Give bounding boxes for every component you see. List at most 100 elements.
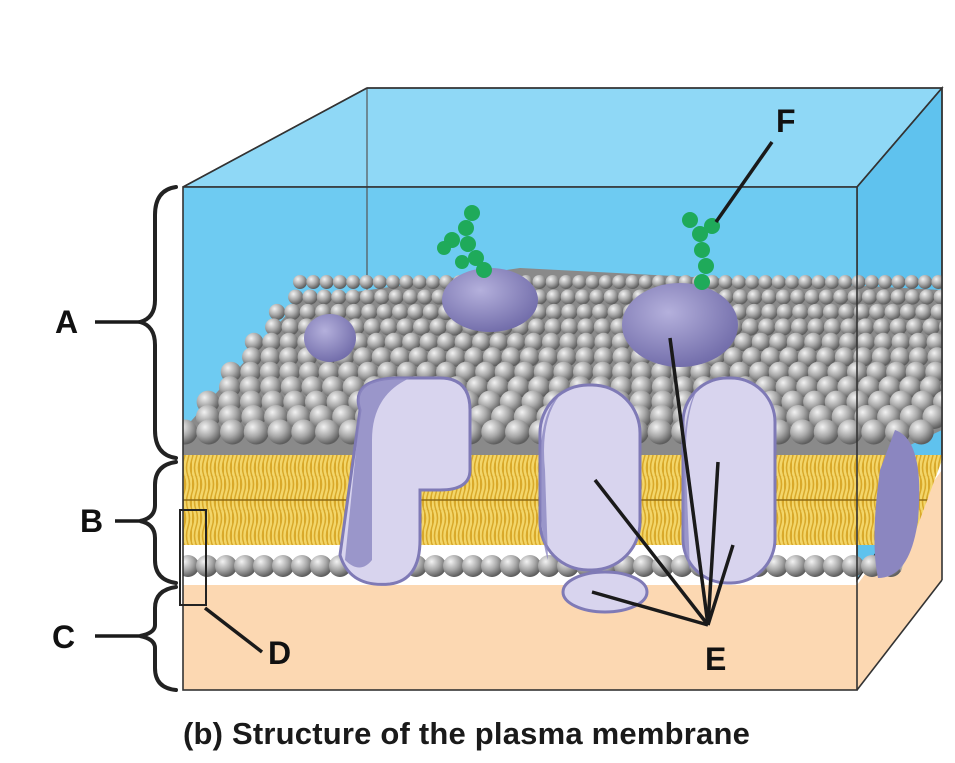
phospholipid-head bbox=[546, 275, 560, 289]
phospholipid-head bbox=[852, 275, 866, 289]
phospholipid-head bbox=[777, 304, 793, 320]
phospholipid-head bbox=[759, 275, 773, 289]
phospholipid-head bbox=[546, 304, 562, 320]
phospholipid-head bbox=[592, 304, 608, 320]
figure-caption: (b) Structure of the plasma membrane bbox=[0, 716, 955, 752]
phospholipid-head bbox=[732, 275, 746, 289]
phospholipid-head bbox=[577, 304, 593, 320]
phospholipid-head bbox=[785, 555, 807, 577]
phospholipid-head bbox=[772, 275, 786, 289]
phospholipid-head bbox=[833, 289, 848, 304]
phospholipid-head bbox=[648, 420, 673, 445]
phospholipid-head bbox=[333, 275, 347, 289]
phospholipid-head bbox=[919, 289, 934, 304]
phospholipid-head bbox=[878, 275, 892, 289]
phospholipid-head bbox=[413, 275, 427, 289]
phospholipid-head bbox=[317, 289, 332, 304]
phospholipid-head bbox=[861, 420, 886, 445]
phospholipid-head bbox=[265, 318, 282, 335]
phospholipid-head bbox=[346, 289, 361, 304]
phospholipid-head bbox=[785, 275, 799, 289]
phospholipid-head bbox=[807, 318, 824, 335]
phospholipid-head bbox=[306, 275, 320, 289]
phospholipid-head bbox=[790, 289, 805, 304]
phospholipid-head bbox=[747, 289, 762, 304]
phospholipid-head bbox=[426, 275, 440, 289]
phospholipid-head bbox=[905, 275, 919, 289]
glycoprotein-right bbox=[622, 283, 738, 367]
phospholipid-head bbox=[838, 420, 863, 445]
phospholipid-head bbox=[906, 318, 923, 335]
phospholipid-head bbox=[346, 304, 362, 320]
phospholipid-head bbox=[838, 275, 852, 289]
phospholipid-head bbox=[361, 304, 377, 320]
phospholipid-head bbox=[931, 304, 947, 320]
phospholipid-head bbox=[761, 304, 777, 320]
phospholipid-head bbox=[823, 304, 839, 320]
phospholipid-head bbox=[360, 275, 374, 289]
bracket-b bbox=[140, 462, 176, 583]
phospholipid-head bbox=[798, 275, 812, 289]
label-b: B bbox=[80, 503, 103, 539]
phospholipid-head bbox=[389, 289, 404, 304]
phospholipid-head bbox=[589, 289, 604, 304]
phospholipid-head bbox=[918, 275, 932, 289]
phospholipid-head bbox=[825, 275, 839, 289]
phospholipid-head bbox=[639, 275, 653, 289]
phospholipid-head bbox=[360, 289, 375, 304]
phospholipid-head bbox=[892, 275, 906, 289]
phospholipid-head bbox=[315, 420, 340, 445]
phospholipid-head bbox=[586, 275, 600, 289]
phospholipid-head bbox=[719, 275, 733, 289]
phospholipid-head bbox=[842, 555, 864, 577]
phospholipid-head bbox=[373, 275, 387, 289]
phospholipid-head bbox=[733, 289, 748, 304]
phospholipid-head bbox=[481, 420, 506, 445]
phospholipid-head bbox=[792, 304, 808, 320]
phospholipid-head bbox=[812, 275, 826, 289]
phospholipid-head bbox=[931, 275, 945, 289]
label-e: E bbox=[705, 641, 726, 677]
phospholipid-head bbox=[808, 304, 824, 320]
phospholipid-head bbox=[599, 275, 613, 289]
phospholipid-head bbox=[429, 318, 446, 335]
phospholipid-head bbox=[865, 275, 879, 289]
phospholipid-head bbox=[854, 304, 870, 320]
phospholipid-head bbox=[500, 555, 522, 577]
phospholipid-head bbox=[869, 304, 885, 320]
peripheral-protein-inner bbox=[563, 572, 647, 612]
phospholipid-head bbox=[804, 555, 826, 577]
phospholipid-head bbox=[272, 555, 294, 577]
phospholipid-head bbox=[310, 555, 332, 577]
bracket-c bbox=[140, 587, 176, 690]
phospholipid-head bbox=[346, 275, 360, 289]
phospholipid-head bbox=[399, 275, 413, 289]
phospholipid-head bbox=[900, 304, 916, 320]
phospholipid-head bbox=[607, 304, 623, 320]
phospholipid-head bbox=[633, 555, 655, 577]
phospholipid-head bbox=[909, 420, 934, 445]
label-f: F bbox=[776, 103, 796, 139]
phospholipid-head bbox=[386, 275, 400, 289]
phospholipid-head bbox=[604, 289, 619, 304]
peripheral-protein-small bbox=[304, 314, 356, 362]
phospholipid-head bbox=[575, 289, 590, 304]
phospholipid-head bbox=[424, 555, 446, 577]
phospholipid-head bbox=[374, 289, 389, 304]
phospholipid-head bbox=[300, 304, 316, 320]
phospholipid-head bbox=[377, 304, 393, 320]
glycoprotein-left bbox=[442, 268, 538, 332]
phospholipid-head bbox=[745, 275, 759, 289]
phospholipid-head bbox=[244, 420, 269, 445]
phospholipid-head bbox=[288, 289, 303, 304]
phospholipid-head bbox=[805, 289, 820, 304]
phospholipid-head bbox=[443, 555, 465, 577]
phospholipid-head bbox=[234, 555, 256, 577]
phospholipid-head bbox=[320, 275, 334, 289]
phospholipid-head bbox=[890, 318, 907, 335]
label-c: C bbox=[52, 619, 75, 655]
phospholipid-head bbox=[505, 420, 530, 445]
phospholipid-head bbox=[519, 555, 541, 577]
